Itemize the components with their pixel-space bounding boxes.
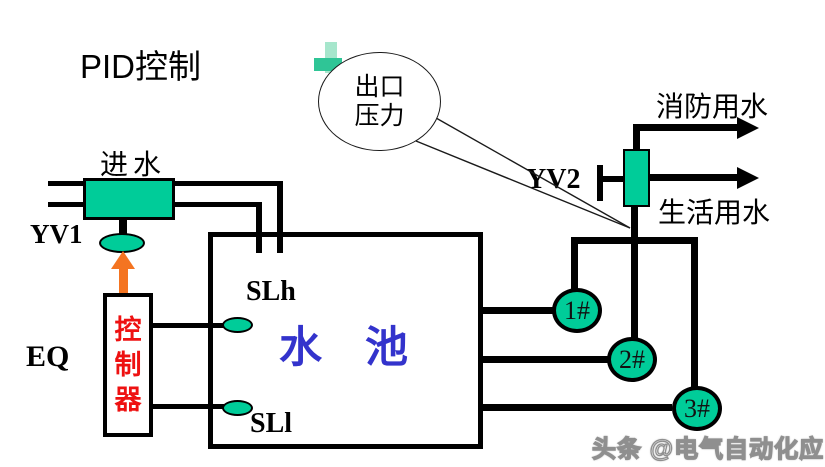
low-level-sensor [222,400,253,416]
fire-water-label: 消防用水 [656,92,769,123]
inlet-valve [83,178,175,220]
control-signal-arrowhead-icon [111,251,135,269]
yv2-tee-horizontal [601,176,623,182]
pump-2-label: 2# [619,344,645,374]
inlet-pipe-left-top [48,181,83,186]
pool-label: 水 池 [279,325,408,372]
manifold-pipe [571,237,698,244]
high-level-sensor-label: SLh [246,276,296,307]
eq-label: EQ [26,340,70,373]
pressure-callout: 出口 压力 [318,52,441,151]
main-riser [631,205,638,340]
pump-3-label: 3# [684,393,710,423]
domestic-water-arrowhead-icon [737,167,759,189]
riser-pump1 [571,240,578,290]
fire-water-pipe [633,124,737,131]
suction-pipe-pump2 [483,356,609,363]
riser-pump3 [691,240,698,388]
pump-2: 2# [607,337,657,382]
pressure-callout-line1: 出口 [354,73,405,101]
watermark: 头条 @电气自动化应用 [591,435,825,463]
yv1-label: YV1 [30,219,83,249]
pump-1-label: 1# [564,295,590,325]
suction-pipe-pump3 [483,404,672,411]
controller-char-1: 控 [114,315,142,345]
suction-pipe-pump1 [483,307,553,314]
inlet-pipe-right-bottom-v [256,202,262,253]
inlet-label: 进水 [100,150,167,181]
fire-water-arrowhead-icon [737,117,759,139]
control-signal-arrow-shaft [119,268,128,295]
yv2-tee-vertical [597,165,603,201]
domestic-water-label: 生活用水 [658,198,771,229]
controller-char-3: 器 [114,385,142,415]
pump-1: 1# [552,288,602,333]
wire-low-sensor [150,404,224,409]
fire-branch-stub [633,124,640,151]
inlet-pipe-right-top-h [175,181,283,186]
yv2-valve [623,149,650,207]
controller-box: 控 制 器 [103,293,153,437]
domestic-water-pipe [650,174,737,181]
high-level-sensor [222,317,253,333]
yv1-stem [119,218,127,234]
inlet-pipe-right-bottom-h [175,202,262,207]
pump-3: 3# [672,386,722,431]
page-title: PID控制 [80,48,202,85]
inlet-pipe-left-bottom [48,202,83,207]
low-level-sensor-label: SLl [250,408,293,439]
pressure-callout-line2: 压力 [354,102,405,130]
controller-char-2: 制 [114,350,142,380]
pool [208,232,483,449]
inlet-pipe-right-top-v [277,181,283,253]
wire-high-sensor [150,323,224,328]
